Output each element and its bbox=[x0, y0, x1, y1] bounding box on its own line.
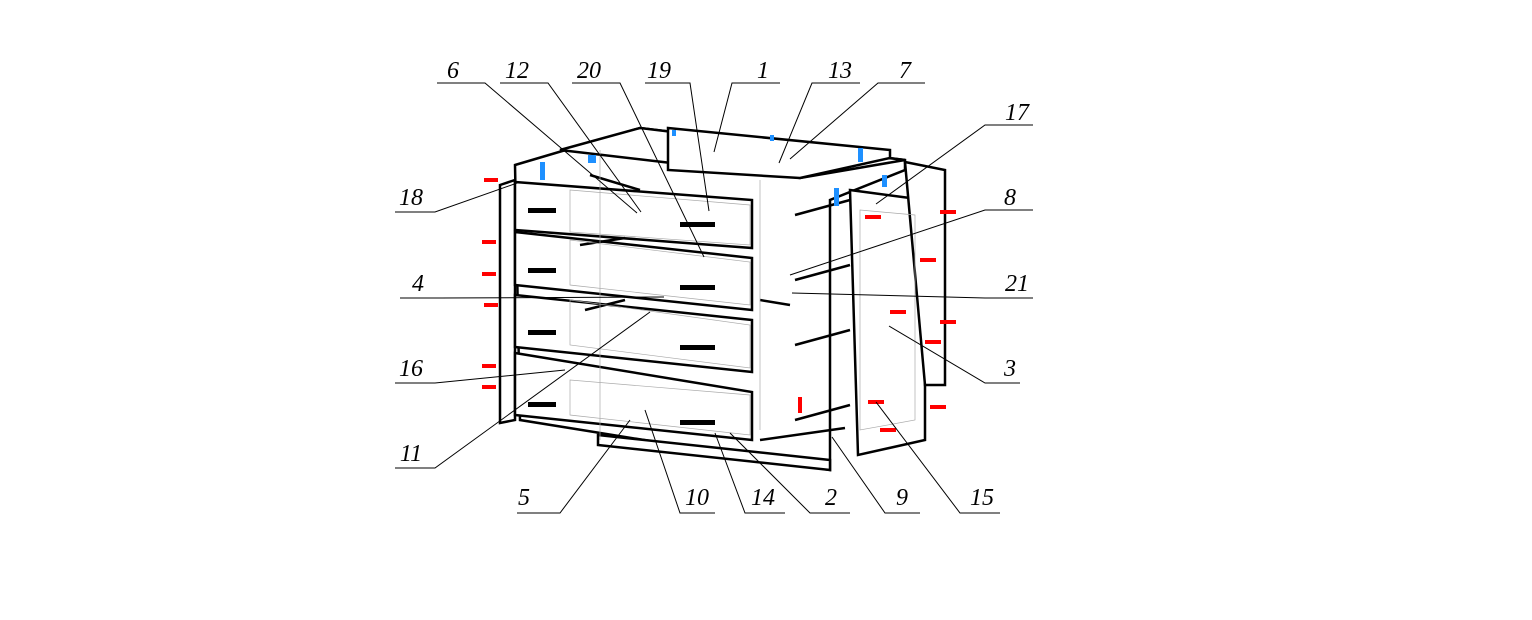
callout-15: 15 bbox=[970, 485, 994, 511]
leader-lines bbox=[395, 82, 1033, 514]
callout-18: 18 bbox=[399, 185, 423, 211]
drawer-handles bbox=[528, 208, 715, 425]
callout-6: 6 bbox=[447, 58, 459, 84]
fasteners-blue bbox=[540, 130, 887, 206]
drawer-front-4 bbox=[513, 351, 754, 442]
drawer-front-1 bbox=[513, 180, 754, 250]
callout-14: 14 bbox=[751, 485, 775, 511]
callout-2: 2 bbox=[825, 485, 837, 511]
drawer-front-3 bbox=[513, 293, 754, 374]
right-side-panel bbox=[848, 188, 927, 457]
top-frame bbox=[666, 126, 892, 180]
drawer-front-2 bbox=[513, 230, 754, 312]
left-side-panel bbox=[498, 178, 517, 425]
callout-11: 11 bbox=[400, 441, 422, 467]
callout-8: 8 bbox=[1004, 185, 1016, 211]
callout-5: 5 bbox=[518, 485, 530, 511]
callout-7: 7 bbox=[899, 58, 912, 84]
callout-13: 13 bbox=[828, 58, 852, 84]
callout-10: 10 bbox=[685, 485, 709, 511]
callout-21: 21 bbox=[1005, 271, 1029, 297]
callout-19: 19 bbox=[647, 58, 671, 84]
cabinet-drawing bbox=[482, 126, 956, 472]
callout-9: 9 bbox=[896, 485, 908, 511]
callout-20: 20 bbox=[577, 58, 601, 84]
callout-12: 12 bbox=[505, 58, 529, 84]
callout-17: 17 bbox=[1005, 100, 1030, 126]
callout-labels: 6 12 20 19 1 13 7 17 18 8 4 21 16 3 11 5… bbox=[399, 58, 1030, 511]
callout-16: 16 bbox=[399, 356, 423, 382]
callout-4: 4 bbox=[412, 271, 424, 297]
callout-3: 3 bbox=[1003, 356, 1016, 382]
callout-1: 1 bbox=[757, 58, 769, 84]
